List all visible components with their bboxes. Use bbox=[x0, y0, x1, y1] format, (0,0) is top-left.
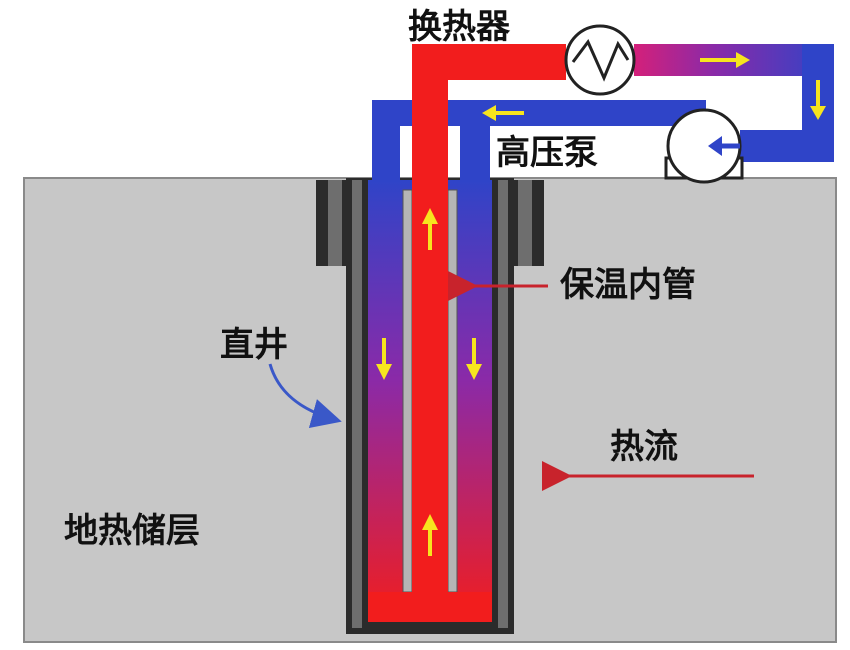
label-insulated-inner-pipe: 保温内管 bbox=[560, 265, 696, 305]
cold-return-pipe-right bbox=[460, 100, 490, 182]
hot-outlet-pipe bbox=[412, 44, 566, 180]
well-pointer bbox=[268, 363, 342, 429]
inner-pipe-wall-right bbox=[447, 189, 458, 593]
well-casing-gray-right bbox=[498, 180, 508, 628]
label-heat-exchanger: 换热器 bbox=[408, 7, 511, 47]
label-high-pressure-pump: 高压泵 bbox=[496, 133, 598, 173]
inner-pipe-wall-left bbox=[402, 189, 413, 593]
hot-inner-flow bbox=[368, 60, 492, 622]
pump-inlet-pipe bbox=[740, 130, 834, 162]
heat-exchanger-icon bbox=[564, 24, 636, 96]
flow-arrow-icon bbox=[376, 52, 826, 556]
label-geothermal-reservoir: 地热储层 bbox=[64, 511, 200, 551]
well-casing-gray-left bbox=[352, 180, 362, 628]
pump-icon bbox=[664, 108, 744, 184]
label-heat-flow: 热流 bbox=[610, 427, 678, 467]
cold-return-pipe bbox=[372, 100, 706, 182]
casing-collar-gray-right bbox=[518, 180, 532, 266]
casing-collar-gray-left bbox=[328, 180, 342, 266]
hot-bottom-pool bbox=[368, 592, 492, 622]
label-vertical-well: 直井 bbox=[220, 325, 288, 365]
